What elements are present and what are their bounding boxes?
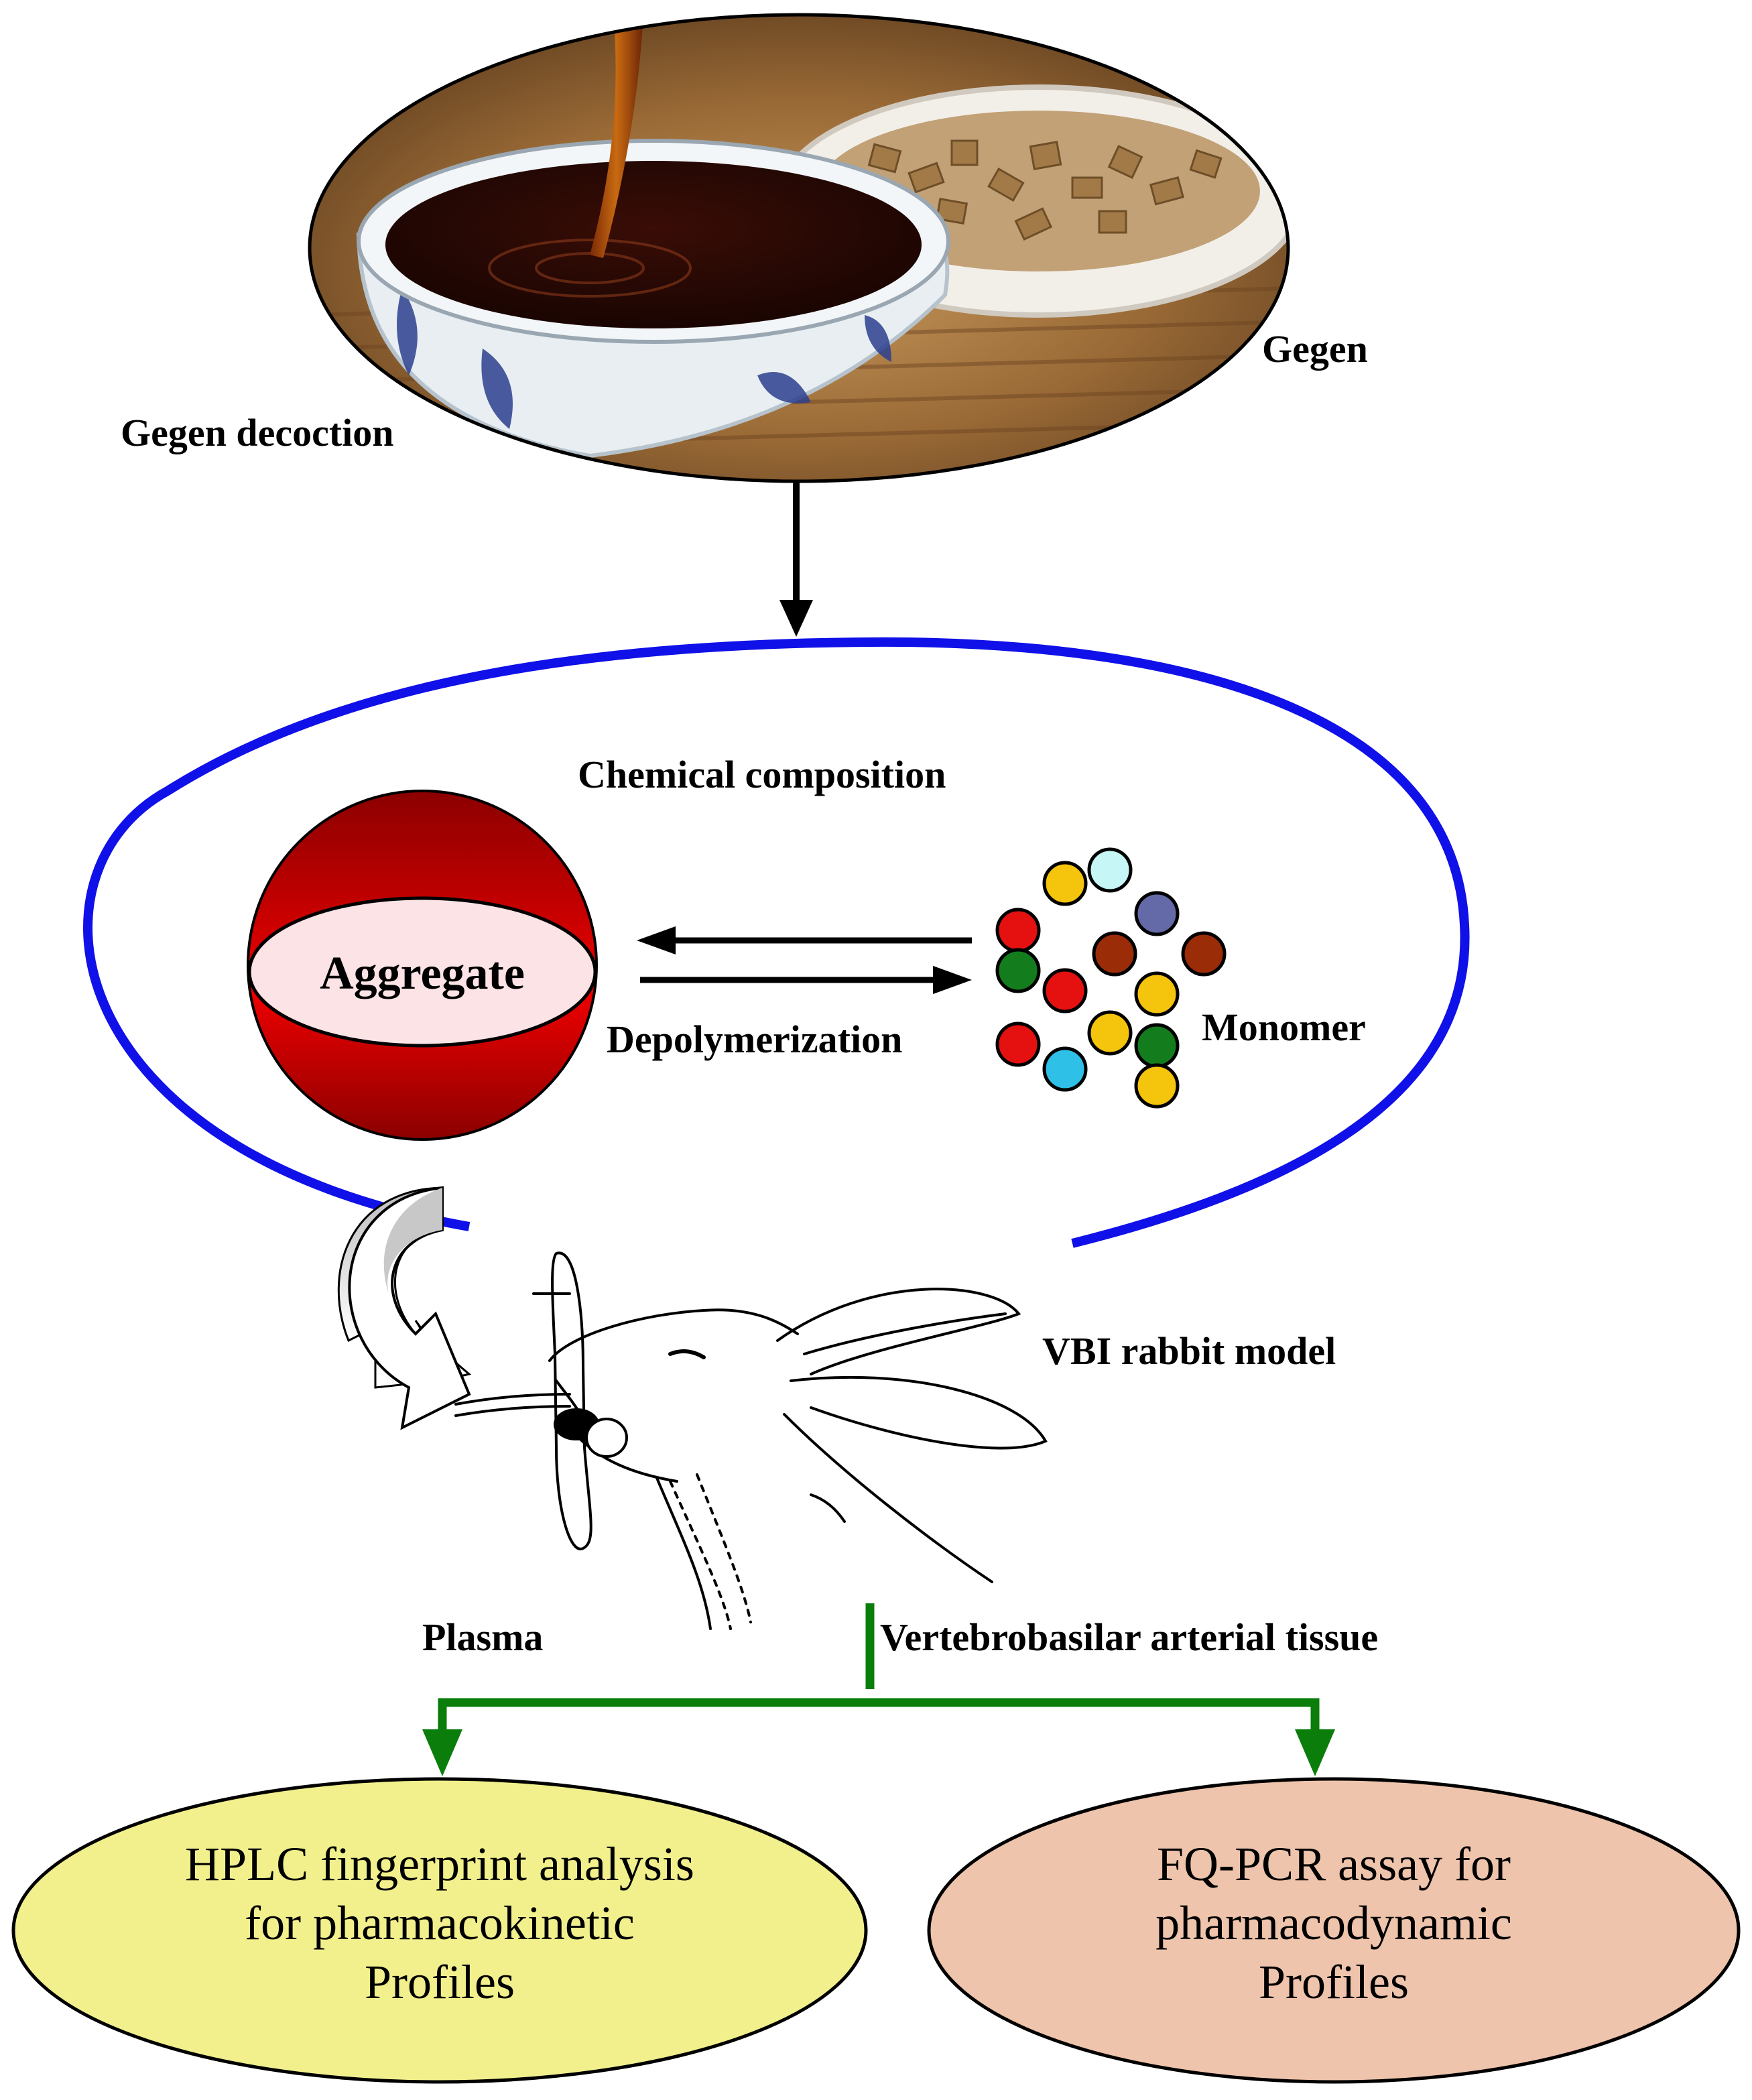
monomer [1134,891,1180,936]
hplc-line-3: Profiles [365,1955,515,2009]
arrow-down-to-composition [779,481,813,637]
rabbit-illustration [454,1251,1048,1630]
monomer [1087,1010,1133,1056]
hplc-line-1: HPLC fingerprint analysis [185,1837,694,1891]
monomer [1134,1023,1180,1068]
label-gegen-decoction: Gegen decoction [121,411,394,454]
monomer [1042,968,1088,1013]
label-plasma: Plasma [422,1615,543,1659]
label-aggregate: Aggregate [320,948,525,999]
aggregate-sphere [246,790,599,1141]
monomer-cluster [995,847,1227,1109]
gegen-chips [867,139,1223,241]
label-monomer: Monomer [1202,1005,1366,1049]
chemical-composition-loop [83,637,1470,1248]
monomer [1087,847,1133,893]
pouring-stream [590,15,643,258]
monomer [1134,971,1180,1017]
reverse-arrow [637,926,972,954]
fqpcr-line-1: FQ-PCR assay for [1157,1837,1511,1891]
fqpcr-line-3: Profiles [1259,1955,1409,2009]
hplc-line-2: for pharmacokinetic [245,1896,635,1950]
hplc-ellipse: HPLC fingerprint analysis for pharmacoki… [11,1777,868,2084]
monomer [995,1022,1041,1067]
green-branch [438,1603,1320,1733]
arrowhead-right [1295,1729,1335,1776]
monomer [1134,1063,1180,1109]
fqpcr-line-2: pharmacodynamic [1155,1896,1512,1950]
label-gegen: Gegen [1262,327,1368,371]
monomer [1092,931,1137,977]
monomer [1042,1046,1088,1092]
fqpcr-ellipse: FQ-PCR assay for pharmacodynamic Profile… [927,1777,1741,2084]
monomer [1181,931,1227,977]
label-chemical-composition: Chemical composition [578,753,946,796]
forward-arrow [640,966,972,994]
monomer [1042,861,1088,906]
gegen-photo [308,13,1290,483]
label-vbi-rabbit-model: VBI rabbit model [1042,1329,1336,1373]
monomer [995,948,1041,993]
arrowhead-left [422,1729,462,1776]
monomer [995,908,1041,953]
label-vertebrobasilar-tissue: Vertebrobasilar arterial tissue [880,1615,1378,1659]
label-depolymerization: Depolymerization [607,1017,902,1061]
